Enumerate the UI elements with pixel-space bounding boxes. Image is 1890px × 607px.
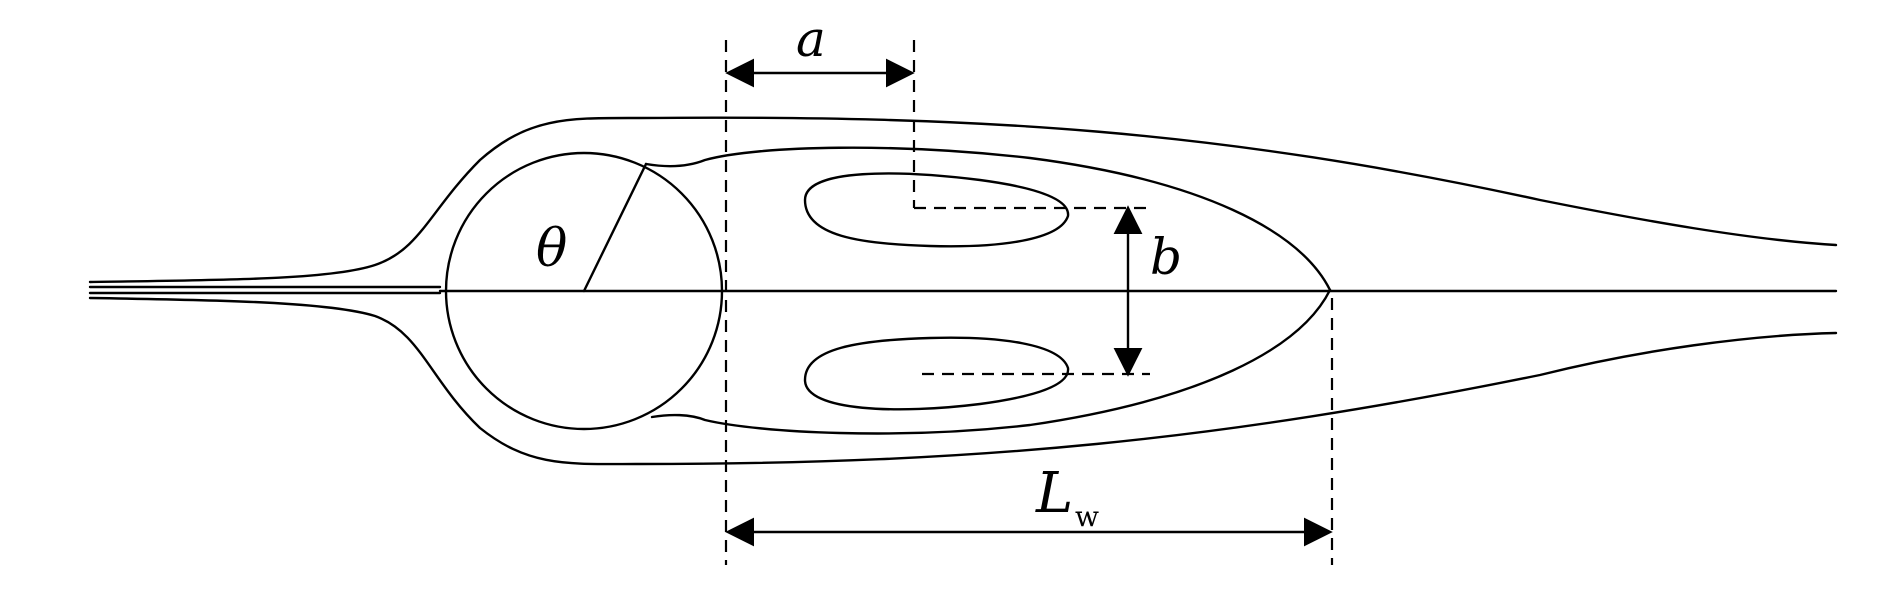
lw-label: L [1035, 461, 1073, 526]
separation-radius [582, 162, 648, 293]
wake-bubble-upper [644, 146, 1332, 292]
wake-bubble-lower [650, 288, 1332, 435]
lower-vortex [803, 336, 1070, 411]
a-label: a [796, 10, 826, 68]
outer-envelope-upper [88, 116, 1838, 284]
outer-envelope-lower [88, 296, 1838, 466]
upper-vortex [803, 172, 1070, 248]
b-label: b [1150, 228, 1182, 286]
lw-subscript: w [1075, 500, 1099, 533]
theta-label: θ [536, 219, 567, 279]
